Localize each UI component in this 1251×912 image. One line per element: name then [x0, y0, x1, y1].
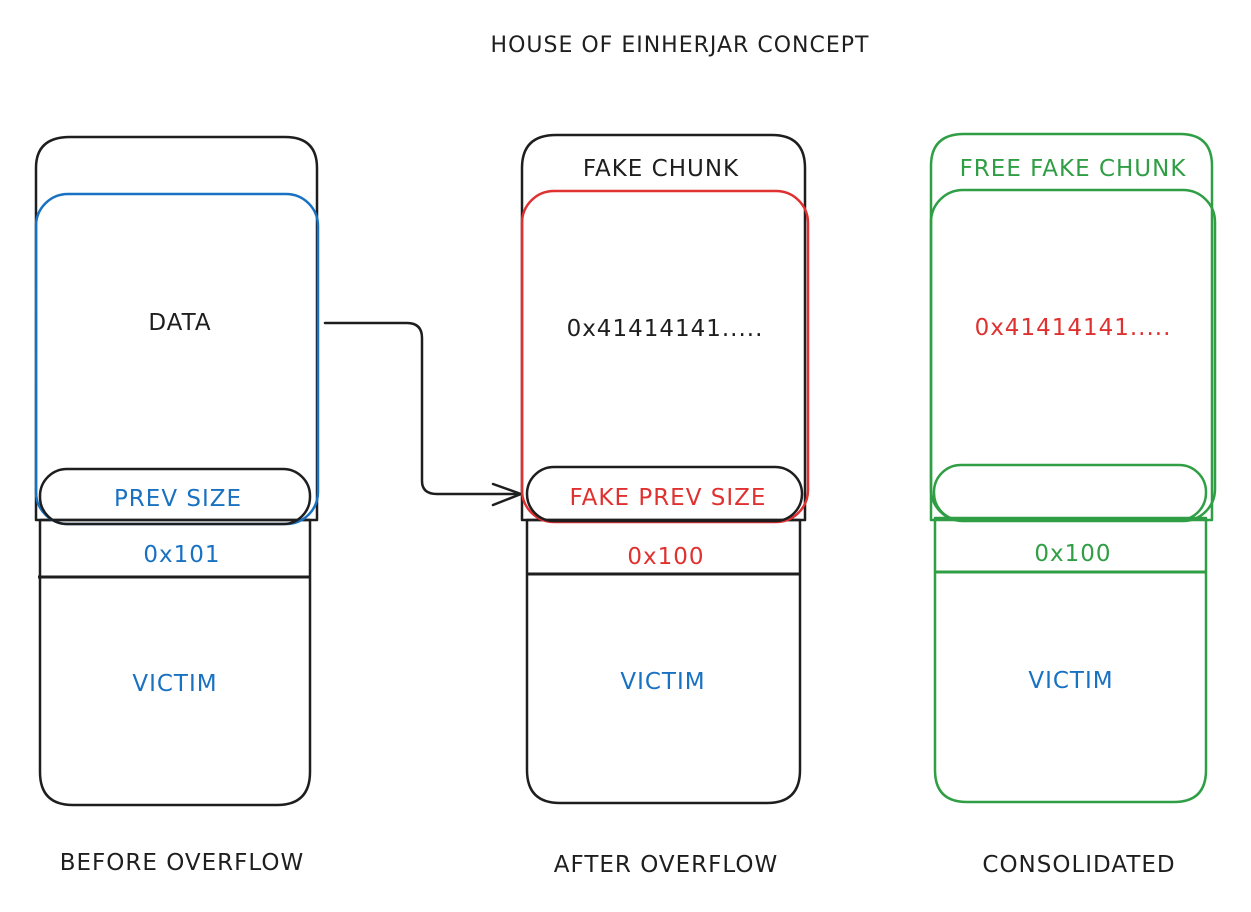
victim-label: VICTIM [620, 669, 705, 695]
free-fake-chunk-label: FREE FAKE CHUNK [960, 156, 1187, 182]
size-value: 0x100 [627, 544, 704, 570]
prev-size-label: PREV SIZE [114, 486, 242, 512]
data-label: 0x41414141..... [975, 315, 1172, 341]
outer-chunk-box [520, 133, 807, 522]
column-caption: CONSOLIDATED [982, 852, 1175, 878]
victim-chunk-box [38, 518, 312, 807]
prev-size-field [525, 465, 804, 523]
outer-chunk-box [929, 132, 1214, 522]
victim-chunk-box [525, 518, 802, 805]
size-value: 0x101 [143, 542, 220, 568]
victim-label: VICTIM [1028, 668, 1113, 694]
data-label: 0x41414141..... [567, 316, 764, 342]
data-region-box [929, 188, 1217, 523]
column-caption: BEFORE OVERFLOW [60, 850, 304, 876]
diagram-title: HOUSE OF EINHERJAR CONCEPT [491, 33, 870, 58]
victim-chunk-box [933, 516, 1208, 804]
arrow-line [323, 321, 522, 496]
victim-label: VICTIM [132, 671, 217, 697]
prev-size-field [932, 463, 1208, 522]
column-consolidated: FREE FAKE CHUNK 0x41414141..... 0x100 VI… [929, 132, 1217, 878]
size-value: 0x100 [1034, 541, 1111, 567]
overflow-arrow [323, 321, 523, 507]
fake-chunk-label: FAKE CHUNK [583, 156, 739, 182]
data-region-box [34, 192, 320, 526]
data-region-box [520, 189, 810, 524]
data-label: DATA [148, 310, 211, 336]
outer-chunk-box [34, 135, 319, 522]
column-before-overflow: DATA PREV SIZE 0x101 VICTIM BEFORE OVERF… [34, 135, 320, 876]
column-after-overflow: FAKE CHUNK 0x41414141..... FAKE PREV SIZ… [520, 133, 810, 878]
prev-size-field [38, 467, 312, 526]
prev-size-label: FAKE PREV SIZE [570, 485, 767, 511]
column-caption: AFTER OVERFLOW [554, 852, 778, 878]
